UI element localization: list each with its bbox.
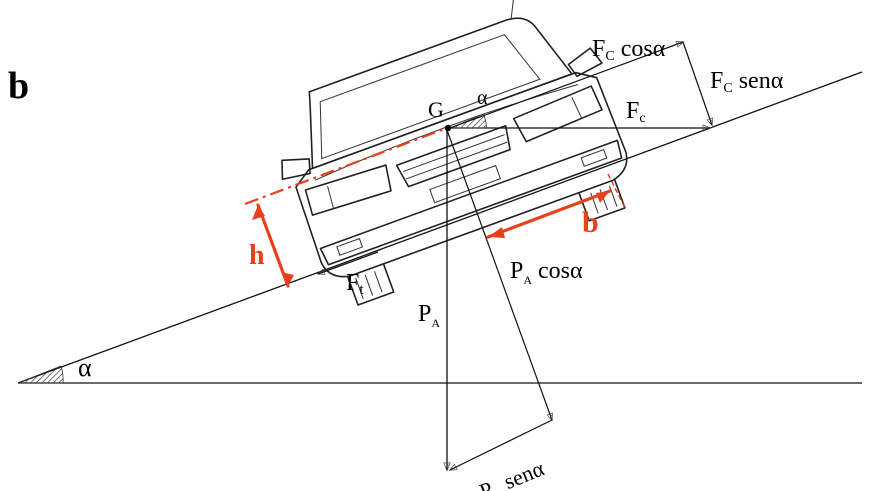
- fc-sen-label: FC senα: [710, 68, 784, 96]
- cg-height-reference-line: [244, 126, 448, 206]
- car-mirror-left: [281, 158, 311, 181]
- car-bumper: [319, 139, 623, 266]
- base-angle-label: α: [78, 353, 92, 382]
- car-tyre-left: [346, 263, 395, 306]
- pa-cos-label: PA cosα: [510, 258, 583, 287]
- panel-label: b: [8, 65, 29, 107]
- pa-sen-label: PA senα: [476, 455, 550, 491]
- b-dimension-line: [486, 189, 612, 239]
- car-license-plate: [429, 164, 502, 204]
- g-angle-hatch: [449, 113, 488, 129]
- base-angle-hatch: [17, 365, 64, 384]
- car-tyre-right: [578, 178, 626, 222]
- pa-sen-label-group: PA senα: [476, 455, 550, 491]
- ft-vector: [318, 251, 379, 274]
- car-roof: [308, 17, 573, 170]
- car-grille: [395, 124, 511, 188]
- pa-sen-vector: [450, 419, 553, 470]
- fc-cos-label: FC cosα: [592, 36, 666, 64]
- fc-sen-vector: [682, 41, 712, 125]
- alpha-top-label: α: [477, 87, 488, 109]
- incline-line: [17, 71, 863, 384]
- b-extension-line: [607, 173, 627, 211]
- fc-label: Fc: [626, 98, 646, 126]
- pa-label: PA: [418, 301, 440, 330]
- car-windshield: [319, 34, 541, 160]
- center-of-gravity-point: [444, 124, 452, 132]
- car-headlight-left: [304, 164, 392, 216]
- g-label: G: [428, 97, 444, 122]
- b-dimension-label: b: [582, 206, 599, 239]
- car-drawing: [281, 0, 628, 306]
- h-dimension-label: h: [249, 240, 265, 271]
- pa-cos-vector: [446, 129, 552, 420]
- ft-label: Ft: [346, 270, 364, 298]
- fc-cos-vector: [449, 42, 683, 129]
- car-headlight-right: [512, 85, 603, 143]
